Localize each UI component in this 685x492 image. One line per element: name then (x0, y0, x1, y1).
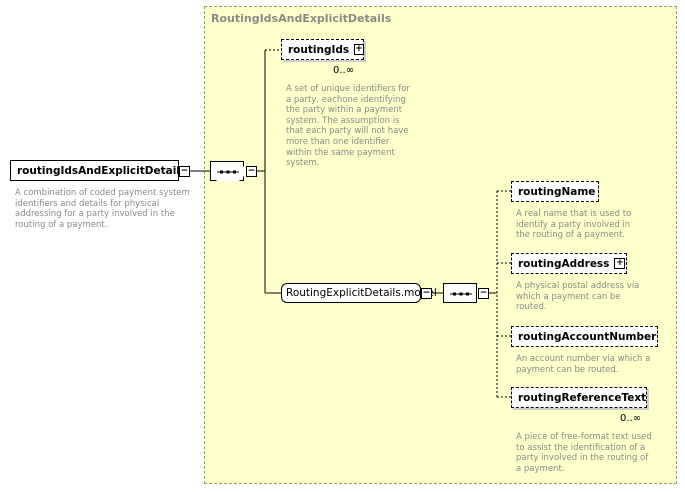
routing-account-number-description: An account number via which a payment ca… (516, 354, 651, 375)
sequence-compositor[interactable] (210, 161, 244, 181)
element-routing-name[interactable]: routingName (511, 181, 599, 202)
root-description: A combination of coded payment system id… (15, 188, 190, 230)
element-routing-address[interactable]: routingAddress + (511, 253, 627, 274)
routing-ids-description: A set of unique identifiers for a party,… (286, 84, 410, 169)
sequence-icon (212, 162, 244, 181)
element-routing-account-number[interactable]: routingAccountNumber (511, 326, 658, 347)
routing-name-description: A real name that is used to identify a p… (516, 209, 632, 241)
collapse-icon[interactable]: − (179, 166, 190, 177)
element-routing-reference-text-label: routingReferenceText (518, 391, 647, 404)
model-group-label: RoutingExplicitDetails.model (286, 287, 437, 299)
collapse-icon[interactable]: − (478, 288, 489, 299)
sequence-icon (450, 292, 472, 296)
expand-icon[interactable]: + (614, 258, 626, 269)
expand-icon[interactable]: + (354, 44, 364, 55)
element-routing-ids-label: routingIds (288, 43, 350, 56)
root-element[interactable]: routingIdsAndExplicitDetails (10, 160, 186, 181)
element-routing-ids[interactable]: routingIds + (281, 39, 364, 60)
element-routing-account-number-label: routingAccountNumber (518, 330, 657, 343)
collapse-icon[interactable]: − (421, 288, 432, 299)
element-routing-name-label: routingName (518, 185, 596, 198)
model-group[interactable]: RoutingExplicitDetails.model (281, 283, 437, 303)
collapse-icon[interactable]: − (246, 166, 257, 177)
cardinality-label: 0..∞ (620, 413, 642, 424)
element-routing-address-label: routingAddress (518, 257, 610, 270)
sequence-compositor[interactable] (443, 283, 477, 303)
cardinality-label: 0..∞ (333, 65, 355, 76)
routing-address-description: A physical postal address via which a pa… (516, 281, 640, 313)
group-title: RoutingIdsAndExplicitDetails (211, 12, 392, 25)
element-routing-reference-text[interactable]: routingReferenceText (511, 387, 647, 408)
routing-reference-text-description: A piece of free-format text used to assi… (516, 432, 652, 474)
root-element-label: routingIdsAndExplicitDetails (17, 164, 187, 177)
